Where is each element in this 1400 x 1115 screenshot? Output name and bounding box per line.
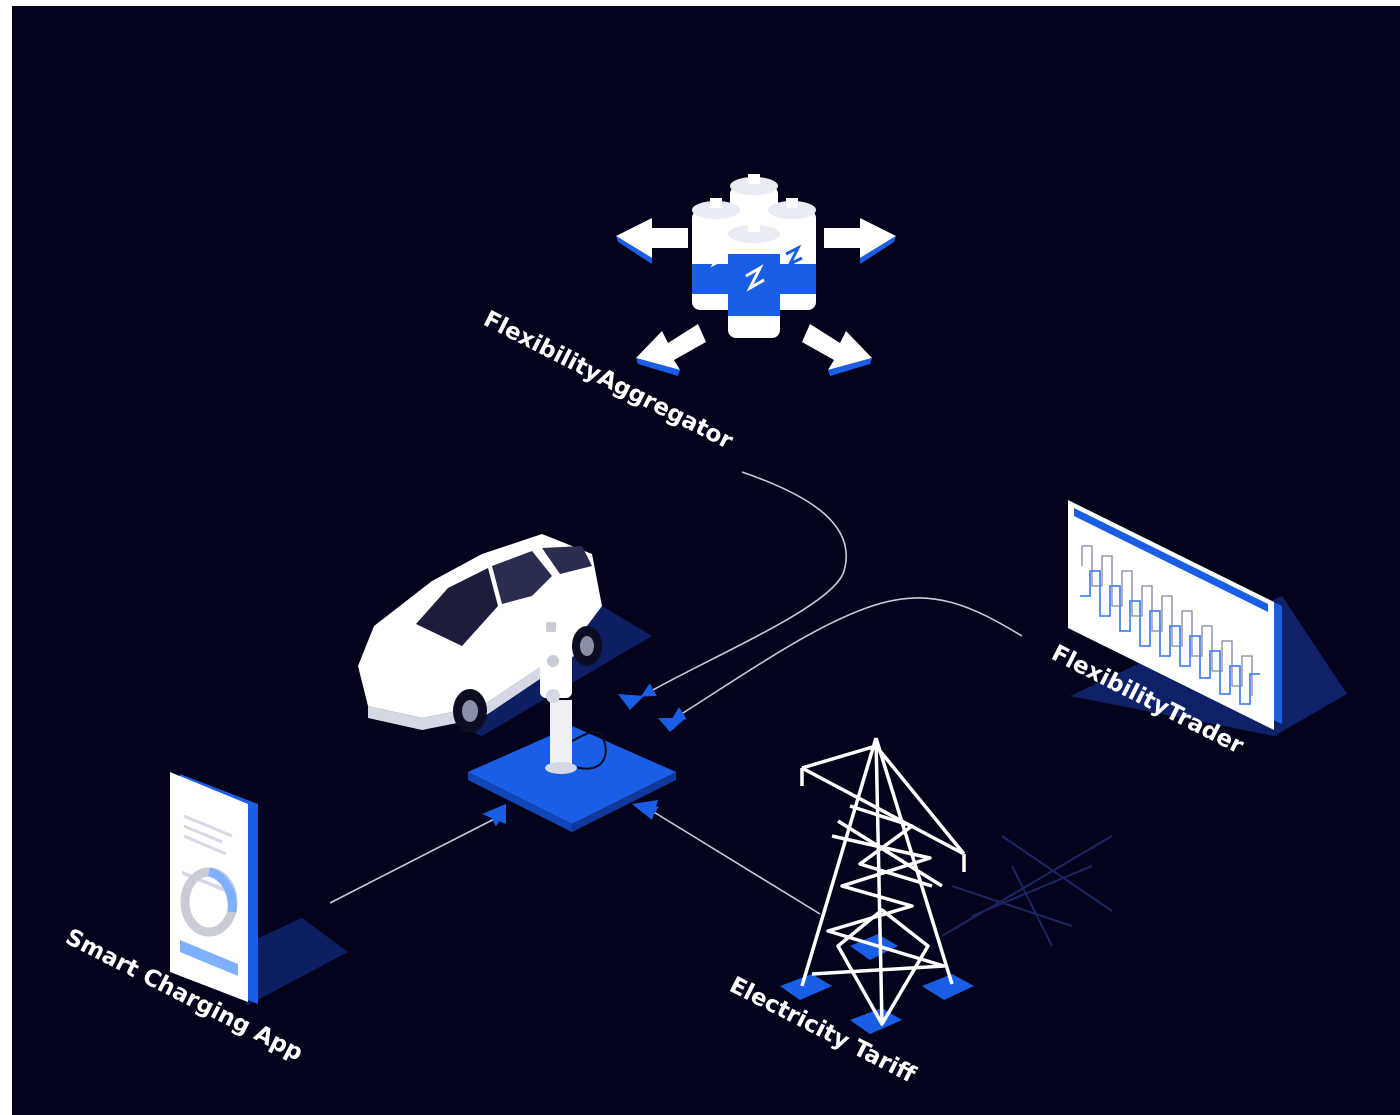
chart-screen-icon — [1068, 500, 1347, 736]
electric-car-icon — [358, 534, 652, 736]
power-pylon-icon — [780, 737, 1113, 1034]
arrowheads — [482, 694, 686, 824]
batteries-icon — [616, 174, 896, 376]
edge-tariff-charger — [642, 805, 821, 915]
connectors — [329, 471, 1023, 915]
edge-app-charger — [329, 813, 506, 904]
edge-trader-charger — [670, 597, 1023, 721]
ev-charger-icon — [468, 610, 676, 832]
inward-arrows-icon — [616, 218, 896, 376]
smartphone-icon — [170, 772, 348, 1006]
edge-aggregator-charger — [640, 471, 847, 697]
diagram-canvas: FlexibilityAggregator FlexibilityTrader … — [12, 6, 1400, 1115]
